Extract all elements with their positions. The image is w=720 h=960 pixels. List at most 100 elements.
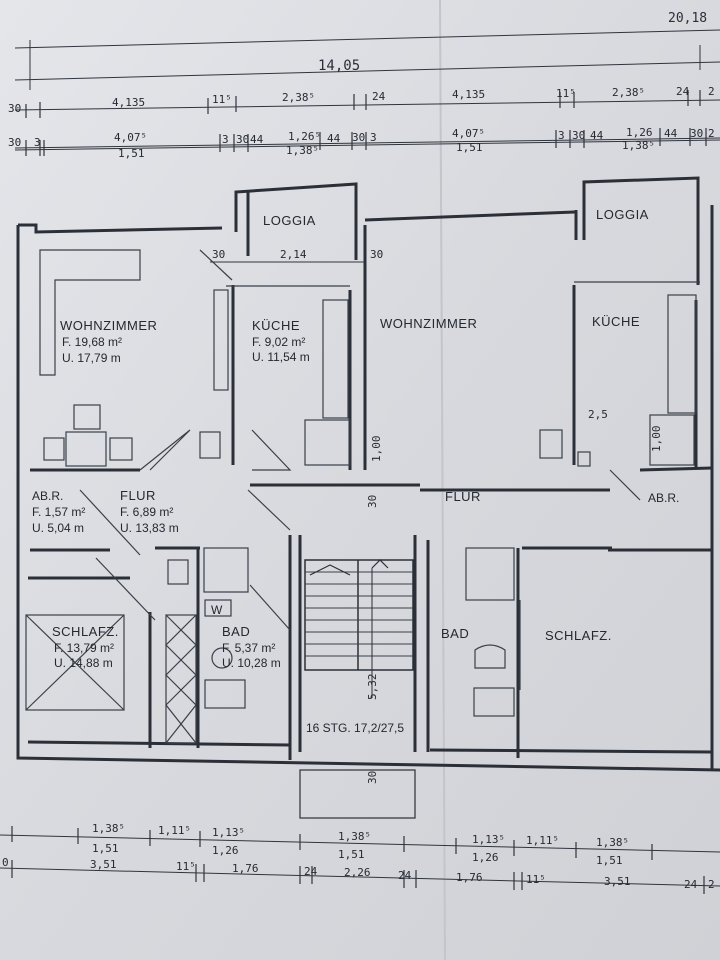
corner-note: 20,18 <box>668 11 707 26</box>
wohnzimmer-left-area: F. 19,68 m² <box>62 335 122 349</box>
schlafz-left-perimeter: U. 14,88 m <box>54 656 113 670</box>
abr-right-name: AB.R. <box>648 491 679 505</box>
top-dim-sublabel: 1,51 <box>456 141 483 154</box>
bad-right-name: BAD <box>441 626 469 641</box>
top-dim-sublabel: 1,51 <box>118 147 145 160</box>
bottom-dim-label: 1,38⁵ <box>338 830 371 843</box>
top-dim-label: 2,38⁵ <box>282 91 315 104</box>
bottom-dim-label: 2,26 <box>344 866 371 879</box>
kueche-left-perimeter: U. 11,54 m <box>252 350 310 364</box>
bottom-dim-label: 1,11⁵ <box>158 824 191 837</box>
schlafz-left-area: F. 13,79 m² <box>54 641 114 655</box>
wohnzimmer-left-name: WOHNZIMMER <box>60 318 157 333</box>
bottom-dim-sublabel: 1,26 <box>472 851 499 864</box>
bottom-dimension-lines <box>0 826 720 894</box>
stairs-label: 16 STG. 17,2/27,5 <box>306 721 404 735</box>
kueche-left-name: KÜCHE <box>252 318 300 333</box>
inner-dim-label: 2,14 <box>280 248 307 261</box>
bottom-dim-label: 1,38⁵ <box>596 836 629 849</box>
schlafz-right-name: SCHLAFZ. <box>545 628 612 643</box>
top-dim-label: 30 <box>352 131 365 144</box>
furniture-left <box>25 249 351 744</box>
inner-dim-label: 5,32 <box>366 674 379 701</box>
bottom-dims-row1: 1,38⁵ 1,11⁵ 1,13⁵ 1,38⁵ 1,13⁵ 1,11⁵ 1,38… <box>92 822 629 867</box>
abr-left-area: F. 1,57 m² <box>32 505 85 519</box>
top-dim-label: 11⁵ <box>556 87 576 100</box>
inner-dim-label: 30 <box>212 248 225 261</box>
loggia-right-label: LOGGIA <box>596 207 649 222</box>
top-dim-label: 30 <box>690 127 703 140</box>
bottom-dim-label: 24 <box>684 878 698 891</box>
top-dim-label: 44 <box>664 127 678 140</box>
inner-dim-label: 30 <box>366 495 379 508</box>
inner-dim-label: 30 <box>370 248 383 261</box>
top-dim-label: 11⁵ <box>212 93 232 106</box>
abr-left-perimeter: U. 5,04 m <box>32 521 84 535</box>
bottom-dim-label: 1,11⁵ <box>526 834 559 847</box>
top-dim-label: 3 <box>34 136 41 149</box>
bottom-dim-label: 24 <box>398 869 412 882</box>
flur-left-perimeter: U. 13,83 m <box>120 521 179 535</box>
schlafz-left-name: SCHLAFZ. <box>52 624 119 639</box>
bottom-dim-label: 1,76 <box>232 862 259 875</box>
abr-left-name: AB.R. <box>32 489 63 503</box>
top-dim-label: 24 <box>676 85 690 98</box>
top-dim-label: 3 <box>222 133 229 146</box>
wohnzimmer-left-perimeter: U. 17,79 m <box>62 351 121 365</box>
top-dim-sublabel: 1,38⁵ <box>622 139 655 152</box>
bad-left-name: BAD <box>222 624 250 639</box>
overall-width-label: 14,05 <box>318 58 360 74</box>
top-dims-row2: 30 3 4,07⁵ 3 30 44 1,26⁵ 44 30 3 4,07⁵ 3… <box>8 126 715 160</box>
top-dim-label: 4,07⁵ <box>114 131 147 144</box>
furniture-right <box>465 294 697 717</box>
top-dim-label: 30 <box>8 102 21 115</box>
kueche-right-name: KÜCHE <box>592 314 640 329</box>
paper-fold <box>439 0 446 960</box>
bottom-dim-label: 3,51 <box>90 858 117 871</box>
bottom-dim-sublabel: 1,51 <box>596 854 623 867</box>
top-dim-label: 44 <box>250 133 264 146</box>
bottom-dim-label: 1,13⁵ <box>212 826 245 839</box>
bottom-dim-label: 2 <box>708 878 715 891</box>
bad-left-perimeter: U. 10,28 m <box>222 656 281 670</box>
bottom-dims-row2: 0 3,51 11⁵ 1,76 24 2,26 24 1,76 11⁵ 3,51… <box>2 856 715 891</box>
flur-left-name: FLUR <box>120 488 156 503</box>
staircase <box>299 559 416 819</box>
inner-dim-label: 1,00 <box>650 426 663 453</box>
top-dim-label: 30 <box>8 136 21 149</box>
bottom-dim-label: 1,76 <box>456 871 483 884</box>
flur-left-area: F. 6,89 m² <box>120 505 173 519</box>
top-dim-label: 2,38⁵ <box>612 86 645 99</box>
bad-left-w-mark: W <box>211 603 223 617</box>
top-dim-label: 4,135 <box>112 96 145 109</box>
inner-dim-label: 1,00 <box>370 436 383 463</box>
top-dim-label: 30 <box>572 129 585 142</box>
flur-right-name: FLUR <box>445 489 481 504</box>
top-dim-label: 44 <box>327 132 341 145</box>
door-swings <box>79 249 641 631</box>
bottom-dim-label: 0 <box>2 856 9 869</box>
top-dim-sublabel: 1,38⁵ <box>286 144 319 157</box>
top-dim-label: 3 <box>370 131 377 144</box>
top-dim-label: 3 <box>558 129 565 142</box>
bottom-dim-label: 11⁵ <box>526 873 546 886</box>
top-dim-label: 44 <box>590 129 604 142</box>
bottom-dim-sublabel: 1,26 <box>212 844 239 857</box>
bottom-dim-label: 24 <box>304 865 318 878</box>
bottom-dim-label: 1,38⁵ <box>92 822 125 835</box>
walls <box>16 176 720 772</box>
top-dim-label: 4,07⁵ <box>452 127 485 140</box>
bottom-dim-sublabel: 1,51 <box>338 848 365 861</box>
loggia-left-label: LOGGIA <box>263 213 316 228</box>
top-dim-label: 24 <box>372 90 386 103</box>
top-dims-row1: 30 4,135 11⁵ 2,38⁵ 24 4,135 11⁵ 2,38⁵ 24… <box>8 85 715 115</box>
top-dim-label: 1,26 <box>626 126 653 139</box>
bottom-dim-label: 1,13⁵ <box>472 833 505 846</box>
top-dim-label: 30 <box>236 133 249 146</box>
bottom-dim-label: 3,51 <box>604 875 631 888</box>
inner-dim-label: 30 <box>366 771 379 784</box>
bottom-dim-sublabel: 1,51 <box>92 842 119 855</box>
kueche-left-area: F. 9,02 m² <box>252 335 305 349</box>
